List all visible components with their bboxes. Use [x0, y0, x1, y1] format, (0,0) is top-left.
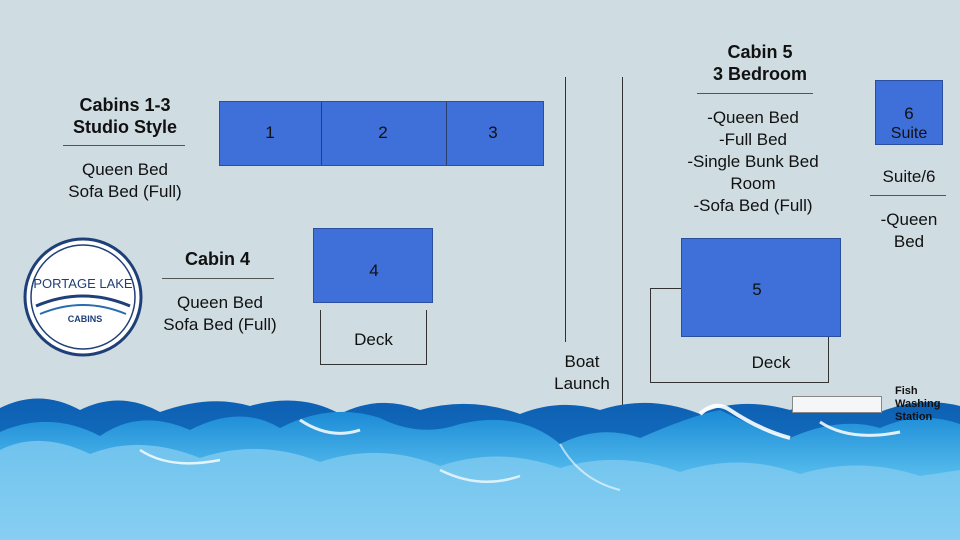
cabin-1-number: 1	[265, 123, 275, 142]
cabin-4-building[interactable]: 4	[313, 228, 433, 303]
boat-launch-line-right	[622, 77, 623, 407]
cabin-divider	[446, 102, 447, 165]
suite-6-number: 6	[904, 104, 914, 123]
boat-launch-line-left	[565, 77, 566, 342]
lake-waves	[0, 398, 960, 540]
cabin-2-number: 2	[378, 123, 388, 142]
portage-lake-cabins-logo: PORTAGE LAKE CABINS	[23, 237, 143, 357]
suite-6-heading: Suite/6	[882, 167, 936, 186]
cabin-5-amenity: -Sofa Bed (Full)	[693, 196, 813, 215]
cabins-1-3-building[interactable]: 1 2 3	[219, 101, 544, 166]
cabin-4-amenity: Queen Bed	[176, 293, 263, 312]
cabin-5-deck-label: Deck	[751, 353, 791, 372]
boat-launch-label-line2: Launch	[554, 374, 610, 393]
cabin-4-heading: Cabin 4	[184, 249, 250, 269]
cabin-4-number: 4	[369, 261, 379, 280]
cabin-5-heading: Cabin 5 3 Bedroom	[680, 41, 840, 85]
cabins-1-3-amenities: Queen Bed Sofa Bed (Full)	[45, 159, 205, 203]
cabin-4-amenities: Queen Bed Sofa Bed (Full)	[145, 292, 295, 336]
cabin-4-amenity: Sofa Bed (Full)	[163, 315, 277, 334]
cabin-4-deck-label: Deck	[354, 330, 393, 349]
cabin-divider	[321, 102, 322, 165]
suite-6-amenity: -Queen	[880, 210, 938, 229]
boat-launch-label-line1: Boat	[564, 352, 600, 371]
cabins-1-3-rule	[63, 145, 185, 146]
fish-washing-station-line1: Fish	[895, 385, 918, 397]
boat-launch-label: Boat Launch	[546, 351, 618, 395]
cabin-4-deck: Deck	[320, 310, 427, 365]
cabin-4-rule	[162, 278, 274, 279]
cabins-1-3-amenity: Queen Bed	[81, 160, 168, 179]
fish-washing-station-label: Fish Washing Station	[895, 385, 940, 424]
cabins-1-3-heading-line1: Cabins 1-3	[79, 95, 171, 115]
fish-washing-station-box	[792, 396, 882, 413]
cabin-5-building[interactable]: 5	[681, 238, 841, 337]
cabin-5-amenity: -Single Bunk Bed	[687, 152, 819, 171]
cabins-1-3-heading-line2: Studio Style	[72, 117, 177, 137]
logo-title: PORTAGE LAKE	[33, 276, 133, 291]
fish-washing-station-line3: Station	[895, 411, 933, 423]
cabin-5-heading-line1: Cabin 5	[727, 42, 793, 62]
cabin-5-rule	[697, 93, 813, 94]
suite-6-amenity: Bed	[893, 232, 925, 251]
suite-6-label: Suite	[890, 125, 928, 142]
cabin-5-amenities: -Queen Bed -Full Bed -Single Bunk Bed Ro…	[668, 107, 838, 217]
cabin-5-amenity: Room	[730, 174, 776, 193]
cabin-5-number: 5	[752, 280, 762, 299]
suite-6-amenities: -Queen Bed	[868, 209, 950, 253]
cabin-5-amenity: -Full Bed	[718, 130, 788, 149]
fish-washing-station-line2: Washing	[895, 398, 941, 410]
logo-subtitle: CABINS	[68, 314, 103, 324]
cabin-5-heading-line2: 3 Bedroom	[712, 64, 808, 84]
suite-6-rule	[870, 195, 946, 196]
cabin-3-number: 3	[488, 123, 498, 142]
cabins-1-3-amenity: Sofa Bed (Full)	[68, 182, 182, 201]
cabins-1-3-heading: Cabins 1-3 Studio Style	[50, 94, 200, 138]
suite-6-building[interactable]: 6 Suite	[875, 80, 943, 145]
cabin-5-amenity: -Queen Bed	[707, 108, 799, 127]
